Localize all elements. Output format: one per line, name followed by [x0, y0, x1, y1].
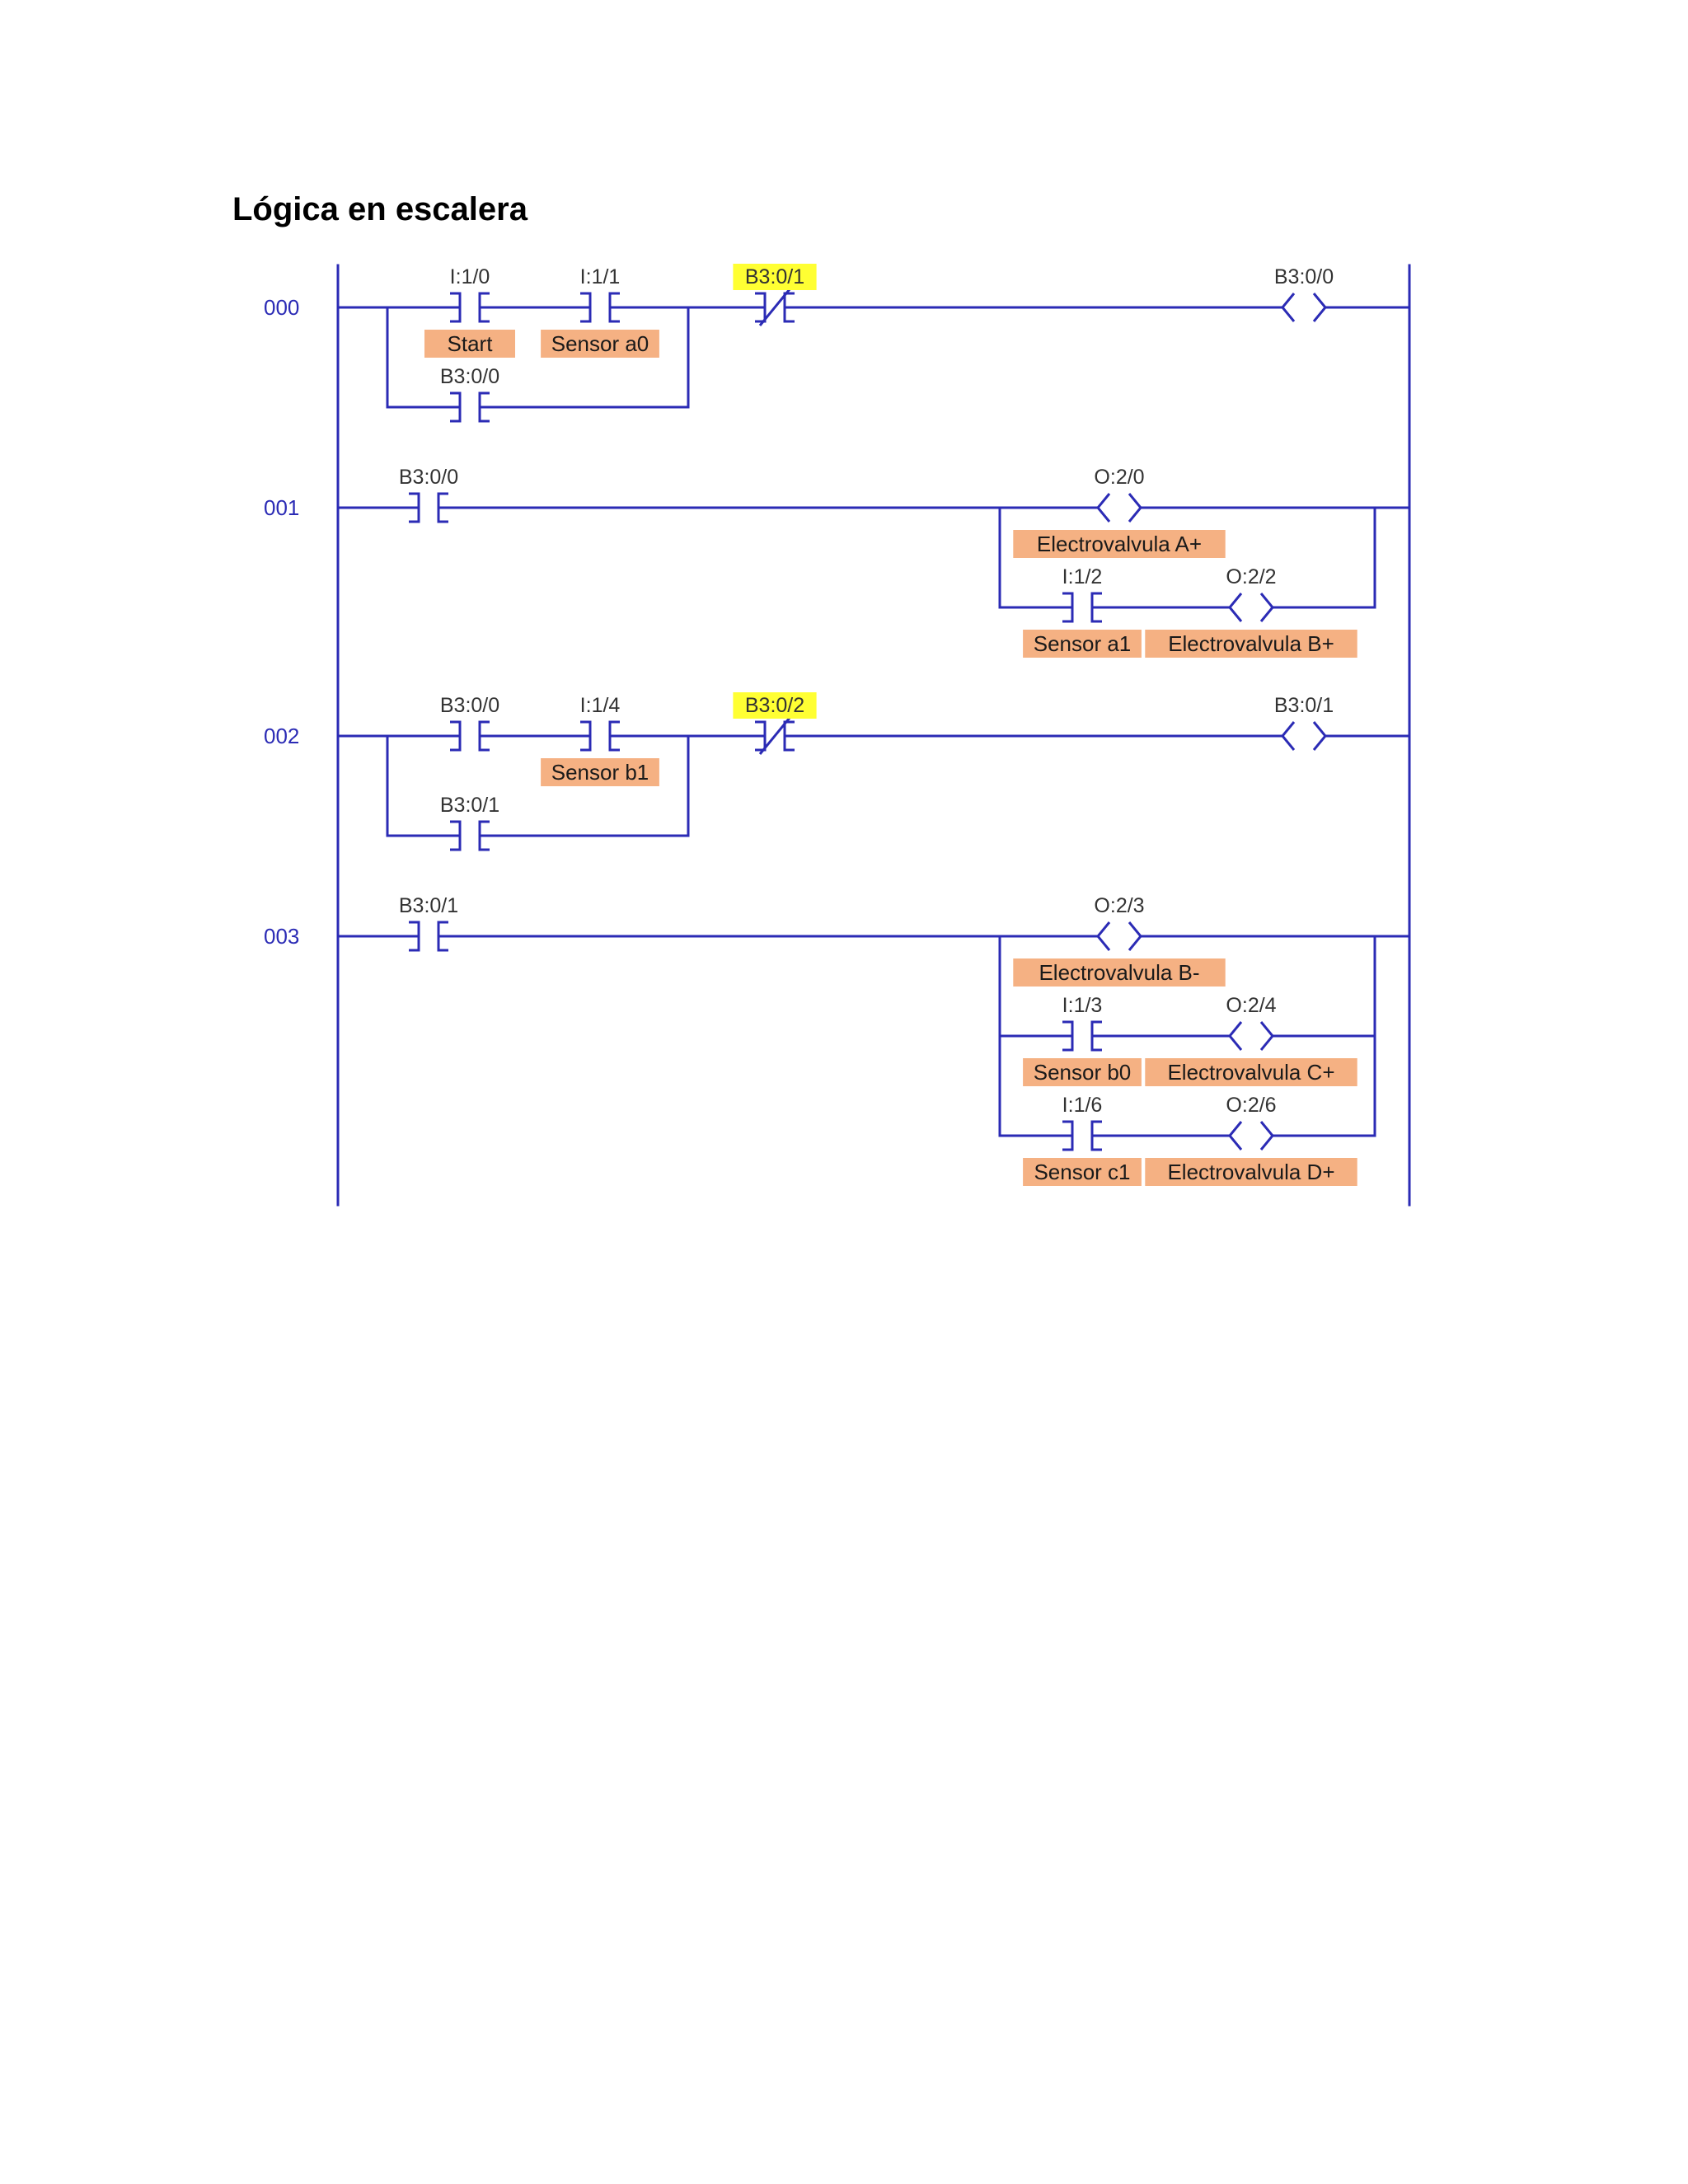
rung-number: 002: [264, 724, 299, 748]
coil-left-symbol: [1228, 1121, 1243, 1151]
wire-gap: [1098, 491, 1141, 524]
coil-right-symbol: [1128, 493, 1142, 523]
element-description: Electrovalvula A+: [1037, 532, 1202, 556]
description-box: [1013, 958, 1226, 987]
element-address: I:1/1: [580, 265, 621, 288]
description-box: [424, 330, 515, 358]
element-description: Start: [448, 331, 494, 356]
element-description: Sensor b0: [1034, 1060, 1132, 1085]
element-address: B3:0/1: [745, 265, 804, 288]
nc-contact[interactable]: B3:0/1: [733, 264, 817, 326]
element-address: B3:0/1: [399, 894, 458, 917]
coil-left-symbol: [1228, 1021, 1243, 1051]
nc-contact[interactable]: B3:0/2: [733, 692, 817, 755]
wire-gap: [1282, 291, 1325, 324]
no-contact[interactable]: B3:0/0: [440, 365, 499, 424]
coil-left-symbol: [1281, 721, 1296, 751]
wire-gap: [1230, 1019, 1273, 1052]
wire-gap: [1230, 1119, 1273, 1152]
element-address: O:2/2: [1226, 565, 1276, 588]
element-description: Electrovalvula D+: [1167, 1160, 1334, 1184]
description-box: [1145, 1058, 1357, 1086]
description-box: [1145, 630, 1357, 658]
description-box: [1023, 1058, 1142, 1086]
element-description: Electrovalvula C+: [1167, 1060, 1334, 1085]
section-heading: Lógica en escalera: [232, 191, 528, 227]
element-description: Sensor a0: [551, 331, 649, 356]
description-box: [1023, 1158, 1142, 1186]
coil-left-symbol: [1096, 921, 1111, 951]
element-description: Sensor c1: [1034, 1160, 1130, 1184]
wire-gap: [1098, 920, 1141, 953]
element-address: I:1/3: [1062, 994, 1103, 1017]
element-description: Electrovalvula B-: [1039, 960, 1199, 985]
element-address: I:1/2: [1062, 565, 1103, 588]
element-description: Electrovalvula B+: [1168, 631, 1334, 656]
no-contact[interactable]: B3:0/1: [440, 794, 499, 852]
coil-left-symbol: [1281, 293, 1296, 322]
output-coil[interactable]: B3:0/1: [1274, 694, 1334, 752]
element-address: O:2/3: [1094, 894, 1144, 917]
element-address: O:2/6: [1226, 1094, 1276, 1117]
description-box: [541, 758, 659, 786]
description-box: [541, 330, 659, 358]
highlight-box: [733, 692, 817, 719]
element-address: B3:0/1: [440, 794, 499, 817]
description-box: [1145, 1158, 1357, 1186]
highlight-box: [733, 264, 817, 290]
coil-left-symbol: [1096, 493, 1111, 523]
coil-right-symbol: [1312, 293, 1327, 322]
rung-number: 000: [264, 295, 299, 320]
element-address: B3:0/1: [1274, 694, 1334, 717]
element-address: B3:0/0: [440, 365, 499, 388]
element-address: B3:0/0: [440, 694, 499, 717]
output-coil[interactable]: B3:0/0: [1274, 265, 1334, 324]
nc-slash: [758, 717, 791, 755]
element-description: Sensor b1: [551, 760, 649, 785]
rung-number: 003: [264, 924, 299, 949]
description-box: [1013, 530, 1226, 558]
wire-gap: [1230, 591, 1273, 624]
nc-slash: [758, 288, 791, 326]
element-address: B3:0/0: [1274, 265, 1334, 288]
element-address: I:1/6: [1062, 1094, 1103, 1117]
rung-number: 001: [264, 495, 299, 520]
description-box: [1023, 630, 1142, 658]
no-contact[interactable]: B3:0/1: [399, 894, 458, 953]
element-address: I:1/4: [580, 694, 621, 717]
coil-right-symbol: [1128, 921, 1142, 951]
no-contact[interactable]: B3:0/0: [440, 694, 499, 752]
coil-right-symbol: [1259, 1121, 1274, 1151]
no-contact[interactable]: B3:0/0: [399, 466, 458, 524]
element-address: B3:0/0: [399, 466, 458, 489]
element-address: B3:0/2: [745, 694, 804, 717]
coil-right-symbol: [1312, 721, 1327, 751]
rung-numbers: 000 001 002 003: [264, 295, 299, 949]
coil-right-symbol: [1259, 1021, 1274, 1051]
element-address: O:2/0: [1094, 466, 1144, 489]
coil-right-symbol: [1259, 593, 1274, 622]
element-description: Sensor a1: [1034, 631, 1132, 656]
element-address: O:2/4: [1226, 994, 1276, 1017]
coil-left-symbol: [1228, 593, 1243, 622]
element-address: I:1/0: [450, 265, 490, 288]
wire-gap: [1282, 719, 1325, 752]
